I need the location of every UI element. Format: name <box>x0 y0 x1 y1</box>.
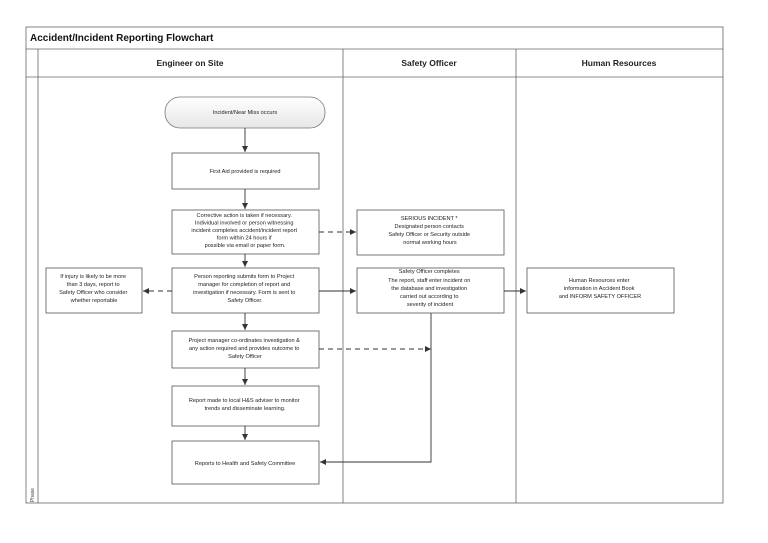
lane-header-engineer: Engineer on Site <box>156 58 223 68</box>
human-resources-node <box>526 267 675 314</box>
diagram-title: Accident/Incident Reporting Flowchart <box>30 33 214 44</box>
injury-label: If injury is likely to be more than 3 da… <box>59 274 129 304</box>
arrow-safety-officer-to-committee <box>320 313 432 465</box>
human-resources-label: Human Resources enter information in Acc… <box>559 278 641 300</box>
lane-header-human-resources: Human Resources <box>582 58 657 68</box>
lane-header-safety-officer: Safety Officer <box>401 58 457 68</box>
project-manager-label: Project manager co-ordinates investigati… <box>189 338 302 360</box>
project-manager-node <box>171 330 320 369</box>
first-aid-label: First Aid provided is required <box>210 169 281 175</box>
report-hs-adviser-label: Report made to local H&S adviser to moni… <box>189 398 301 412</box>
serious-incident-node <box>356 209 505 256</box>
committee-node <box>171 440 320 485</box>
person-reporting-node <box>171 267 320 314</box>
diagram-frame <box>25 26 724 504</box>
serious-incident-label: SERIOUS INCIDENT * Designated person con… <box>388 216 471 246</box>
start-node-label: Incident/Near Miss occurs <box>213 110 278 116</box>
first-aid-node <box>171 152 320 190</box>
safety-officer-completes-node <box>356 267 505 314</box>
committee-label: Reports to Health and Safety Committee <box>195 461 295 467</box>
safety-officer-completes-label: Safety Officer completes The report, sta… <box>388 269 472 308</box>
injury-node <box>45 267 143 314</box>
person-reporting-label: Person reporting submits form to Project… <box>193 274 297 304</box>
report-hs-adviser-node <box>171 385 320 427</box>
phase-label: Phase <box>30 488 36 502</box>
corrective-action-label: Corrective action is taken if necessary.… <box>191 213 298 249</box>
corrective-action-node <box>171 209 320 255</box>
